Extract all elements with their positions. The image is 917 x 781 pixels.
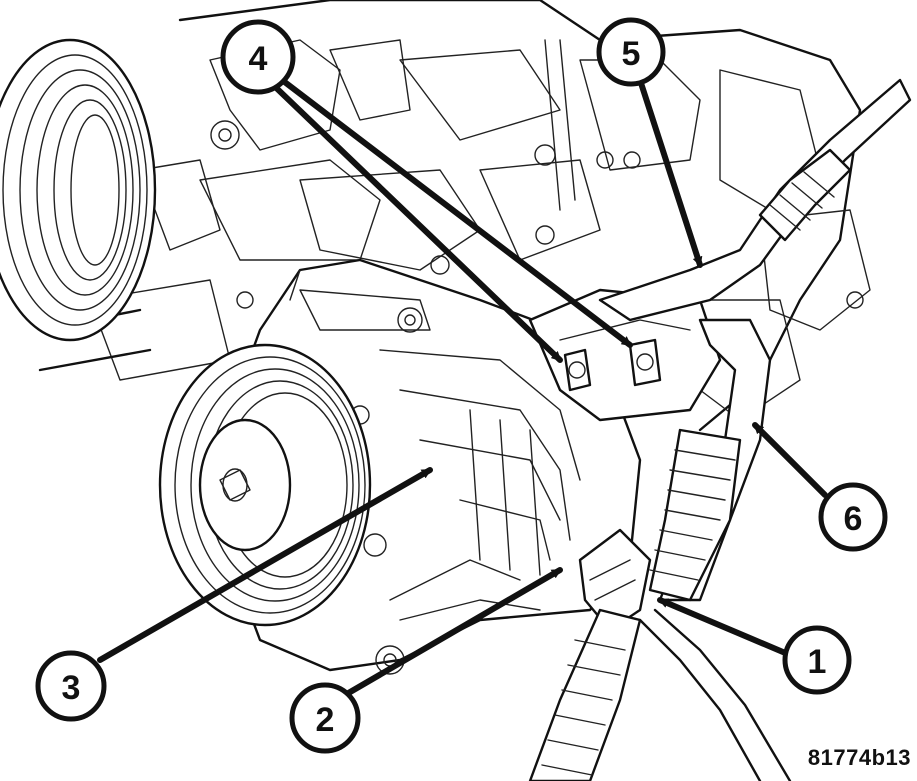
leader-4b — [279, 77, 633, 348]
leader-3 — [97, 467, 433, 663]
callout-3-label: 3 — [62, 669, 81, 707]
callout-5: 5 — [596, 17, 666, 87]
suction-line — [648, 318, 772, 602]
refrigerant-manifold — [528, 288, 722, 422]
leader-6 — [752, 422, 828, 498]
callout-4-label: 4 — [249, 40, 268, 78]
leader-4a — [265, 77, 563, 363]
leader-5 — [637, 77, 703, 268]
figure-id: 81774b13 — [807, 745, 911, 770]
callout-6-label: 6 — [844, 500, 863, 538]
wire-harness — [528, 528, 792, 781]
leader-1 — [657, 597, 793, 658]
callout-5-label: 5 — [622, 35, 641, 73]
discharge-line — [598, 78, 912, 322]
leader-lines — [97, 77, 828, 698]
callout-3: 3 — [35, 650, 107, 722]
crankshaft-pulley — [0, 38, 157, 342]
callout-4: 4 — [220, 19, 296, 95]
callout-6: 6 — [818, 482, 888, 552]
callout-1-label: 1 — [808, 643, 827, 681]
compressor-clutch-pulley — [158, 343, 372, 627]
callout-2: 2 — [289, 682, 361, 754]
callout-2-label: 2 — [316, 701, 335, 739]
callout-1: 1 — [782, 625, 852, 695]
leader-2 — [342, 567, 563, 698]
